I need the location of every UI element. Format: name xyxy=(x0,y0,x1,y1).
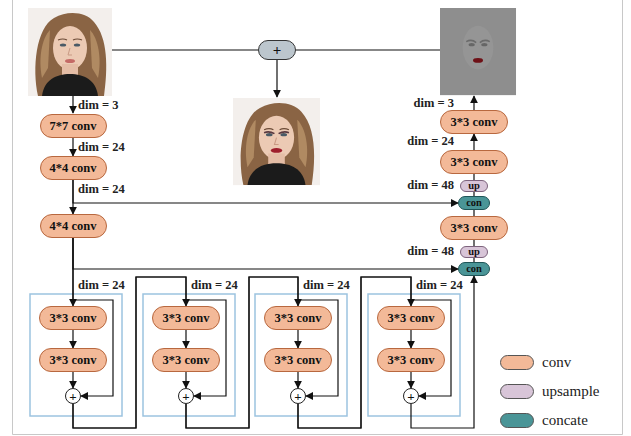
conv-box: 3*3 conv xyxy=(440,216,508,240)
connector-arrow xyxy=(297,372,298,388)
node-text: 4*4 conv xyxy=(50,220,97,233)
legend-text: upsample xyxy=(542,383,600,399)
upsample-box: up xyxy=(460,246,488,258)
node-text: + xyxy=(273,43,282,58)
node-text: 7*7 conv xyxy=(50,120,97,133)
connector-arrow xyxy=(473,134,474,150)
node-text: 3*3 conv xyxy=(275,312,322,325)
node-text: con xyxy=(466,198,482,209)
add-circle: + xyxy=(178,388,194,404)
legend-text: conv xyxy=(542,354,571,370)
input-arrow xyxy=(72,96,73,113)
node-text: 3*3 conv xyxy=(388,312,435,325)
input-wire xyxy=(112,49,258,50)
input-photo xyxy=(28,8,112,96)
conv-box: 3*3 conv xyxy=(264,306,332,330)
conv-box: 3*3 conv xyxy=(440,150,508,174)
node-text: + xyxy=(294,390,301,403)
connector-arrow xyxy=(410,330,411,348)
resblock-outline xyxy=(255,294,347,416)
node-text: 3*3 conv xyxy=(163,354,210,367)
conv-box: 3*3 conv xyxy=(39,348,107,372)
dimension-label: dim = 3 xyxy=(78,99,118,112)
result-photo xyxy=(233,98,320,185)
dimension-label: dim = 24 xyxy=(78,183,125,196)
add-node: + xyxy=(258,40,296,60)
concat-box: con xyxy=(458,262,490,276)
resblock-outline xyxy=(143,294,235,416)
dimension-label: dim = 24 xyxy=(407,135,454,148)
connector-arrow xyxy=(73,238,458,269)
dimension-label: dim = 24 xyxy=(303,279,350,292)
conv-box: 3*3 conv xyxy=(152,306,220,330)
dimension-label: dim = 48 xyxy=(407,179,454,192)
node-text: 3*3 conv xyxy=(451,222,498,235)
node-text: 4*4 conv xyxy=(50,162,97,175)
conv-box: 3*3 conv xyxy=(152,348,220,372)
node-text: con xyxy=(466,264,482,275)
connector-arrow xyxy=(410,372,411,388)
node-text: 3*3 conv xyxy=(388,354,435,367)
node-text: + xyxy=(407,390,414,403)
node-text: 3*3 conv xyxy=(50,354,97,367)
connector-arrow xyxy=(185,372,186,388)
legend-swatch xyxy=(500,413,534,428)
sum-arrow xyxy=(276,60,277,97)
add-circle: + xyxy=(290,388,306,404)
connector-arrow xyxy=(73,180,458,203)
connector-arrow xyxy=(72,372,73,388)
node-text: 3*3 conv xyxy=(275,354,322,367)
dimension-label: dim = 24 xyxy=(78,141,125,154)
node-text: 3*3 conv xyxy=(451,156,498,169)
residual-map xyxy=(440,8,516,95)
upsample-box: up xyxy=(460,180,488,192)
node-text: 3*3 conv xyxy=(163,312,210,325)
node-text: 3*3 conv xyxy=(451,116,498,129)
resblock-outline xyxy=(368,294,460,416)
dimension-label: dim = 24 xyxy=(416,279,463,292)
connector-arrow xyxy=(72,330,73,348)
resblock-outline xyxy=(30,294,122,416)
residual-wire xyxy=(296,49,440,50)
node-text: up xyxy=(468,181,480,192)
node-text: + xyxy=(69,390,76,403)
legend-swatch xyxy=(500,384,534,399)
frame xyxy=(13,0,623,435)
dimension-label: dim = 24 xyxy=(78,279,125,292)
add-circle: + xyxy=(65,388,81,404)
conv-box: 3*3 conv xyxy=(377,306,445,330)
connector-arrow xyxy=(185,330,186,348)
conv-box: 4*4 conv xyxy=(40,214,107,238)
add-circle: + xyxy=(403,388,419,404)
legend-text: concate xyxy=(542,412,588,428)
node-text: + xyxy=(182,390,189,403)
conv-box: 3*3 conv xyxy=(440,110,508,134)
connector-arrow xyxy=(72,138,73,156)
legend-swatch xyxy=(500,355,534,370)
conv-box: 4*4 conv xyxy=(40,156,107,180)
dimension-label: dim = 48 xyxy=(407,245,454,258)
dimension-label: dim = 3 xyxy=(414,97,454,110)
conv-box: 3*3 conv xyxy=(264,348,332,372)
conv-box: 3*3 conv xyxy=(377,348,445,372)
conv-box: 7*7 conv xyxy=(40,114,107,138)
concat-box: con xyxy=(458,196,490,210)
connector-arrow xyxy=(297,330,298,348)
output-arrow xyxy=(473,96,474,110)
node-text: 3*3 conv xyxy=(50,312,97,325)
node-text: up xyxy=(468,247,480,258)
conv-box: 3*3 conv xyxy=(39,306,107,330)
dimension-label: dim = 24 xyxy=(191,279,238,292)
